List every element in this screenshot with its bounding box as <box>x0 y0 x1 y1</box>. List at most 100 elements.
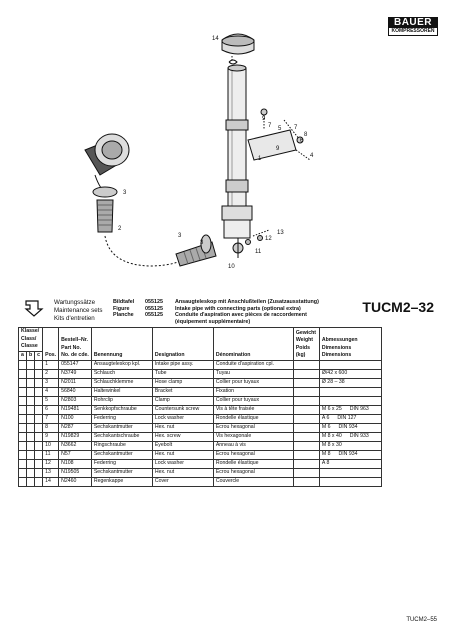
cell-weight <box>292 386 320 397</box>
cell-denomination: Rondelle élastique <box>212 413 294 424</box>
bauer-logo: BAUER KOMPRESSOREN <box>388 17 438 36</box>
cell-benennung: Schlauch <box>90 368 153 379</box>
class-header: Klasse/ Class/ Classe <box>17 327 44 352</box>
class-b-header: b <box>25 350 36 361</box>
maintenance-arrow-icon <box>24 300 44 317</box>
callout-label: 14 <box>212 36 219 42</box>
cell-designation: Hex. nut <box>151 449 214 460</box>
cell-denomination: Ecrou hexagonal <box>212 467 294 478</box>
cell-pos: 7 <box>42 413 60 424</box>
cell-c <box>34 359 44 370</box>
part-no-header: Bestell–Nr. Part No. No. de cde. <box>58 327 92 361</box>
cell-designation: Cover <box>151 476 214 487</box>
callout-label: 3 <box>200 240 204 246</box>
cell-denomination: Fixation <box>212 386 294 397</box>
cell-designation: Lock washer <box>151 458 214 469</box>
dimension-value: A 6 <box>321 414 330 421</box>
cell-dimensions: Ø/42 x 600 <box>318 368 382 379</box>
cell-a <box>18 368 27 379</box>
cell-denomination: Ecrou hexagonal <box>212 422 294 433</box>
cell-designation: Eyebolt <box>151 440 214 451</box>
cell-a <box>18 440 27 451</box>
cell-pos: 11 <box>42 449 60 460</box>
cell-pos: 13 <box>42 467 60 478</box>
cell-c <box>34 476 44 487</box>
cell-benennung: Sechskantschraube <box>90 431 153 442</box>
cell-b <box>25 359 36 370</box>
maintenance-kits-label: Wartungssätze Maintenance sets Kits d'en… <box>54 299 103 322</box>
cell-designation: Hex. screw <box>151 431 214 442</box>
callout-label: 7 <box>268 123 272 129</box>
cell-denomination: Conduite d'aspiration cpl. <box>212 359 294 370</box>
cell-benennung: Ringschraube <box>90 440 153 451</box>
callout-label: 3 <box>123 190 127 196</box>
cell-designation: Hex. nut <box>151 422 214 433</box>
cell-weight <box>292 440 320 451</box>
cell-b <box>25 377 36 388</box>
cell-pos: 6 <box>42 404 60 415</box>
cell-pos: 1 <box>42 359 60 370</box>
cell-b <box>25 458 36 469</box>
cell-denomination: Vis à tête fraisée <box>212 404 294 415</box>
cell-benennung: Sechskantmutter <box>90 422 153 433</box>
table-header-row: Klasse/ Class/ Classe Pos. Bestell–Nr. P… <box>17 327 382 361</box>
dimension-value: M 8 x 40 <box>321 432 342 439</box>
cell-dimensions <box>318 476 382 487</box>
callout-label: 1 <box>258 156 262 162</box>
cell-weight <box>292 467 320 478</box>
cell-b <box>25 467 36 478</box>
parts-table: Klasse/ Class/ Classe Pos. Bestell–Nr. P… <box>17 327 382 487</box>
cell-weight <box>292 359 320 370</box>
dimension-value: M 8 <box>321 450 331 457</box>
cell-c <box>34 377 44 388</box>
callout-label: 12 <box>265 236 272 242</box>
cell-dimensions: M 8 x 30 <box>318 440 382 451</box>
benennung-header: Benennung <box>90 327 153 361</box>
hose-clamp <box>92 186 118 198</box>
cell-denomination: Collier pour tuyaux <box>212 395 294 406</box>
cell-designation: Tube <box>151 368 214 379</box>
callout-label: 9 <box>276 146 280 152</box>
logo-sub: KOMPRESSOREN <box>388 28 438 36</box>
cell-weight <box>292 422 320 433</box>
cell-designation: Lock washer <box>151 413 214 424</box>
cell-dimensions: M 6 x 25 DIN 963 <box>318 404 382 415</box>
cell-dimensions <box>318 395 382 406</box>
cell-b <box>25 449 36 460</box>
cell-c <box>34 467 44 478</box>
cell-denomination: Vis hexagonale <box>212 431 294 442</box>
cell-c <box>34 422 44 433</box>
cell-benennung: Haltewinkel <box>90 386 153 397</box>
standard-value: DIN 963 <box>349 405 369 412</box>
cell-b <box>25 386 36 397</box>
cell-dimensions <box>318 467 382 478</box>
cell-a <box>18 404 27 415</box>
cell-weight <box>292 476 320 487</box>
cell-pos: 5 <box>42 395 60 406</box>
callout-label: 3 <box>178 233 182 239</box>
designation-header: Designation <box>151 327 214 361</box>
cell-a <box>18 377 27 388</box>
dimension-value: M 6 x 25 <box>321 405 342 412</box>
cell-c <box>34 449 44 460</box>
cell-weight <box>292 413 320 424</box>
cell-b <box>25 431 36 442</box>
cell-part-no: N2460 <box>58 476 92 487</box>
standard-value: DIN 934 <box>338 423 358 430</box>
cell-c <box>34 404 44 415</box>
cell-part-no: N100 <box>58 413 92 424</box>
cell-designation: Bracket <box>151 386 214 397</box>
class-c-header: c <box>34 350 44 361</box>
